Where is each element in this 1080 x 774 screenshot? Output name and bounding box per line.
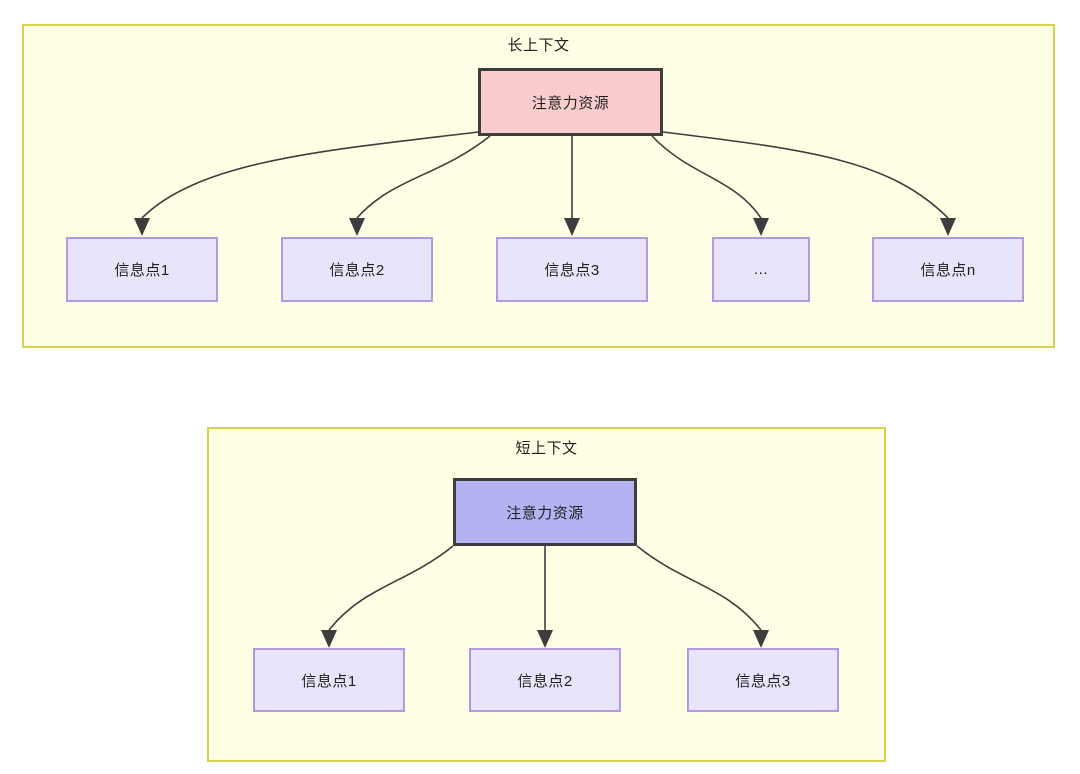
node-info-point-2-long[interactable]: 信息点2: [281, 237, 433, 302]
node-info-point-1-long[interactable]: 信息点1: [66, 237, 218, 302]
node-info-point-ellipsis-long[interactable]: ...: [712, 237, 810, 302]
node-label: 信息点1: [301, 672, 357, 690]
node-info-point-1-short[interactable]: 信息点1: [253, 648, 405, 712]
panel-long-context-title: 长上下文: [507, 37, 570, 54]
node-label: 注意力资源: [531, 94, 610, 112]
node-label: ...: [753, 261, 768, 278]
panel-short-context-title: 短上下文: [515, 440, 578, 457]
node-label: 注意力资源: [506, 504, 584, 522]
node-attention-resource-long[interactable]: 注意力资源: [478, 68, 663, 136]
node-info-point-3-short[interactable]: 信息点3: [687, 648, 839, 712]
node-label: 信息点2: [329, 262, 385, 279]
node-attention-resource-short[interactable]: 注意力资源: [453, 478, 637, 546]
node-label: 信息点2: [517, 672, 573, 690]
node-info-point-n-long[interactable]: 信息点n: [872, 237, 1024, 302]
node-label: 信息点n: [920, 262, 976, 279]
node-info-point-3-long[interactable]: 信息点3: [496, 237, 648, 302]
node-label: 信息点1: [114, 262, 170, 279]
node-label: 信息点3: [735, 672, 791, 690]
node-info-point-2-short[interactable]: 信息点2: [469, 648, 621, 712]
node-label: 信息点3: [544, 262, 600, 279]
